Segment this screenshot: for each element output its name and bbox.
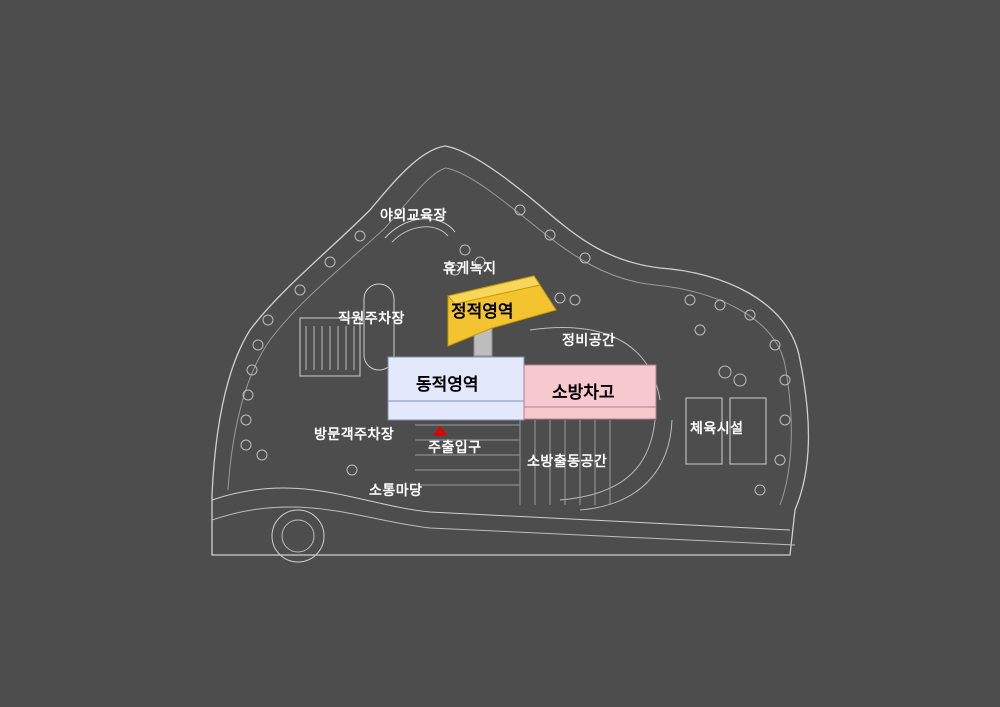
label-main-entrance: 주출입구	[428, 440, 482, 456]
label-sports: 체육시설	[690, 421, 744, 437]
inner-boundary	[227, 167, 792, 506]
label-maintenance: 정비공간	[562, 333, 616, 349]
label-outdoor-education: 야외교육장	[380, 208, 447, 224]
label-staff-parking: 직원주차장	[338, 311, 405, 327]
parking-stalls	[305, 326, 355, 370]
dispatch-arc	[559, 419, 656, 501]
dispatch-arc	[579, 419, 673, 511]
sports-court	[729, 397, 767, 465]
sports-court	[685, 397, 723, 465]
entrance-marker	[433, 426, 448, 436]
zone-label-static: 정적영역	[451, 302, 514, 322]
roundabout	[271, 509, 325, 563]
label-visitor-parking: 방문객주차장	[314, 427, 395, 443]
static-zone-roof	[447, 275, 541, 305]
visitor-parking-stalls	[415, 424, 520, 486]
outdoor-education-arc	[384, 218, 456, 239]
roundabout-inner	[281, 519, 315, 553]
label-plaza: 소통마당	[369, 483, 423, 499]
tree-symbols	[240, 204, 791, 496]
outdoor-education-arc	[391, 226, 449, 243]
zone-label-dynamic: 동적영역	[416, 375, 479, 395]
zone-label-garage: 소방차고	[552, 383, 615, 403]
label-dispatch-space: 소방출동공간	[527, 454, 608, 470]
dispatch-hatch	[519, 420, 611, 505]
road-line	[211, 487, 791, 531]
road-line	[211, 506, 796, 546]
tree-cluster	[363, 283, 395, 371]
garage-zone-block	[523, 364, 657, 420]
site-boundary	[211, 145, 810, 556]
staff-parking-area	[299, 317, 361, 377]
label-rest-green: 휴게녹지	[443, 261, 497, 277]
